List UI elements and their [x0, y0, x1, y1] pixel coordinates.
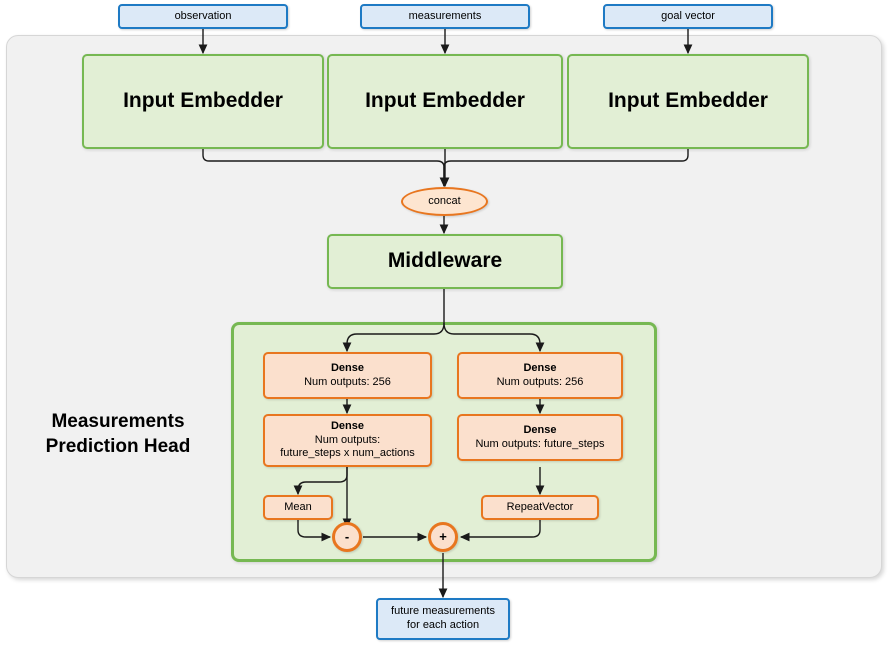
left-dense-2-title: Dense: [330, 419, 365, 432]
right-dense-1-title: Dense: [523, 361, 557, 374]
output-node-future-measurements[interactable]: future measurements for each action: [376, 598, 510, 640]
input-label-observation: observation: [174, 9, 232, 22]
input-label-goal-vector: goal vector: [661, 9, 715, 22]
concat-node[interactable]: concat: [401, 187, 488, 216]
subtract-operator[interactable]: -: [332, 522, 362, 552]
output-label-line-2: for each action: [406, 619, 480, 631]
repeat-vector-label: RepeatVector: [506, 500, 574, 513]
input-embedder-2[interactable]: Input Embedder: [327, 54, 563, 149]
left-dense-1-outputs: Num outputs: 256: [304, 375, 391, 388]
left-dense-1-title: Dense: [330, 361, 365, 374]
right-dense-2[interactable]: Dense Num outputs: future_steps: [457, 414, 623, 461]
input-node-measurements[interactable]: measurements: [360, 4, 530, 29]
add-operator[interactable]: +: [428, 522, 458, 552]
output-label-line-1: future measurements: [391, 605, 495, 618]
input-label-measurements: measurements: [408, 9, 482, 22]
right-dense-1-outputs: Num outputs: 256: [496, 375, 584, 388]
middleware-label: Middleware: [387, 249, 503, 273]
subtract-symbol: -: [344, 528, 350, 544]
left-dense-2-outputs-label: Num outputs:: [314, 433, 381, 446]
input-embedder-3[interactable]: Input Embedder: [567, 54, 809, 149]
middleware-node[interactable]: Middleware: [327, 234, 563, 289]
head-title-line-2: Prediction Head: [45, 435, 191, 457]
concat-label: concat: [428, 194, 461, 207]
add-symbol: +: [439, 528, 447, 544]
right-dense-1[interactable]: Dense Num outputs: 256: [457, 352, 623, 399]
input-node-observation[interactable]: observation: [118, 4, 288, 29]
left-dense-2[interactable]: Dense Num outputs: future_steps x num_ac…: [263, 414, 432, 467]
head-title-line-1: Measurements: [51, 411, 185, 432]
left-dense-1[interactable]: Dense Num outputs: 256: [263, 352, 432, 399]
input-embedder-1-label: Input Embedder: [123, 89, 283, 113]
left-dense-2-outputs-value: future_steps x num_actions: [280, 447, 415, 460]
input-embedder-1[interactable]: Input Embedder: [82, 54, 324, 149]
mean-label: Mean: [284, 500, 312, 513]
input-node-goal-vector[interactable]: goal vector: [603, 4, 773, 29]
measurements-prediction-head-title: Measurements Prediction Head: [18, 410, 218, 459]
right-dense-2-title: Dense: [523, 423, 557, 436]
right-dense-2-outputs: Num outputs: future_steps: [475, 437, 605, 450]
input-embedder-3-label: Input Embedder: [608, 89, 768, 113]
input-embedder-2-label: Input Embedder: [365, 89, 525, 113]
mean-node[interactable]: Mean: [263, 495, 333, 520]
repeat-vector-node[interactable]: RepeatVector: [481, 495, 599, 520]
